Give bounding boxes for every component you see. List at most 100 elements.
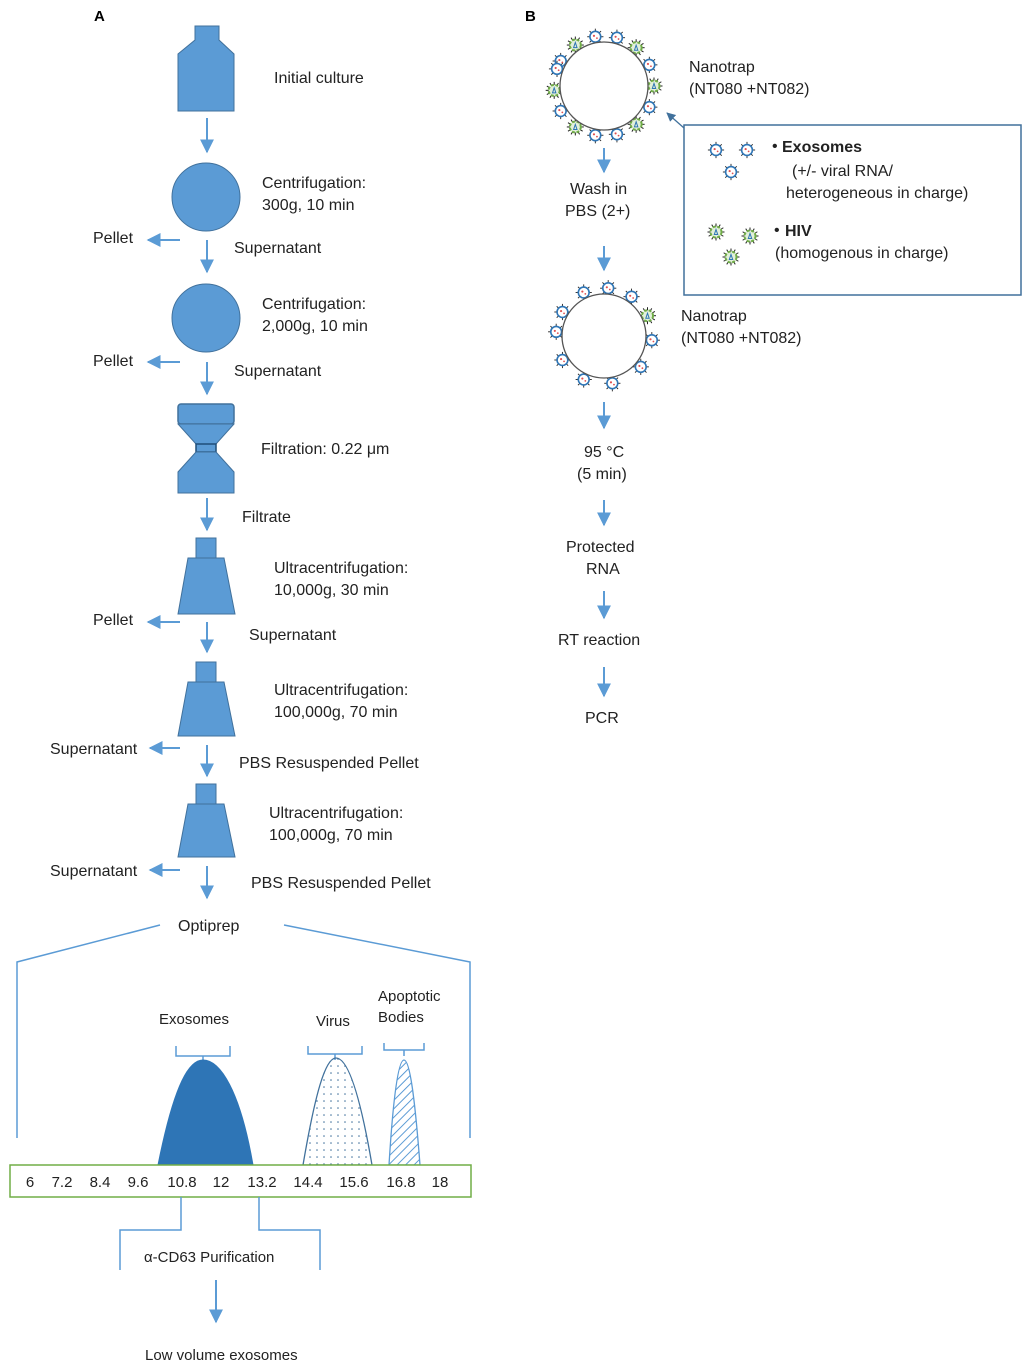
ultracentrifugation-2-line1: Ultracentrifugation: [274,682,408,699]
apoptotic-label-line1: Apoptotic [378,988,441,1005]
apoptotic-brace [383,1043,425,1056]
gradient-tick-label: 18 [432,1174,449,1191]
cd63-purification-label: α-CD63 Purification [144,1249,274,1266]
exosomes-brace [175,1046,231,1062]
gradient-tick-label: 6 [26,1174,34,1191]
supernatant-2-label: Supernatant [234,363,322,380]
nanotrap-2-line2: (NT080 +NT082) [681,330,802,347]
ultracentrifuge-tube-1-icon [177,537,236,615]
hiv-particle [627,39,645,57]
apoptotic-peak [388,1059,421,1166]
ultracentrifugation-2-line2: 100,000g, 70 min [274,704,398,721]
gradient-tick-label: 15.6 [339,1174,368,1191]
culture-bottle-icon [177,25,235,112]
exosome-particle [707,141,725,159]
pcr-label: PCR [585,710,619,727]
ultracentrifugation-1-line1: Ultracentrifugation: [274,560,408,577]
hiv-particle [707,223,725,241]
centrifuge-tube-1-icon [171,162,241,232]
gradient-scale-box [9,1164,472,1198]
hiv-particle [627,115,645,133]
exosomes-peak [157,1059,254,1166]
exosome-particle [575,371,592,388]
ultracentrifugation-3-line1: Ultracentrifugation: [269,805,403,822]
hiv-particle [741,227,759,245]
nanotrap-1-line2: (NT080 +NT082) [689,81,810,98]
panel-a-label: A [94,8,105,25]
optiprep-expansion-lines [16,924,471,1138]
pellet-2-label: Pellet [93,353,134,370]
centrifugation-1-line2: 300g, 10 min [262,197,355,214]
pellet-3-label: Pellet [93,612,134,629]
exosome-particle [552,102,569,120]
centrifugation-2-line2: 2,000g, 10 min [262,318,368,335]
ultracentrifugation-3-line2: 100,000g, 70 min [269,827,393,844]
exosome-particle [608,126,626,143]
gradient-tick-label: 9.6 [128,1174,149,1191]
exosome-particle [632,358,649,375]
centrifugation-1-line1: Centrifugation: [262,175,366,192]
gradient-tick-label: 8.4 [90,1174,111,1191]
exosomes-peak-label: Exosomes [159,1011,229,1028]
exosome-particle [608,29,626,46]
legend-hiv-title: HIV [785,223,812,240]
protected-line2: RNA [586,561,620,578]
apoptotic-label-line2: Bodies [378,1009,424,1026]
filter-unit-icon [176,403,236,494]
supernatant-1-label: Supernatant [234,240,322,257]
nanotrap-2-line1: Nanotrap [681,308,747,325]
pbs-pellet-2-label: PBS Resuspended Pellet [251,875,431,892]
gradient-tick-label: 12 [213,1174,230,1191]
exosome-particle [641,99,658,116]
nanotrap-bead-1 [545,28,663,144]
wash-line2: PBS (2+) [565,203,630,220]
ultracentrifugation-1-line2: 10,000g, 30 min [274,582,389,599]
legend-exosomes-line1: (+/- viral RNA/ [792,163,893,180]
hiv-particle [639,307,657,325]
legend-exosomes-bullet: • [772,138,778,155]
heat-line2: (5 min) [577,466,627,483]
pellet-1-label: Pellet [93,230,134,247]
gradient-tick-label: 16.8 [386,1174,415,1191]
exosome-particle [722,163,740,181]
optiprep-label: Optiprep [178,918,239,935]
legend-hiv-icon [707,223,759,266]
virus-brace [307,1046,363,1060]
gradient-scale: 6 7.2 8.4 9.6 10.8 12 13.2 14.4 15.6 16.8 18 [26,1174,449,1191]
protected-line1: Protected [566,539,634,556]
filtration-label: Filtration: 0.22 μm [261,441,389,458]
virus-peak-label: Virus [316,1013,350,1030]
supernatant-4-label: Supernatant [50,741,138,758]
supernatant-5-label: Supernatant [50,863,138,880]
legend-hiv-line1: (homogenous in charge) [775,245,948,262]
virus-peak [302,1057,373,1166]
centrifugation-2-line1: Centrifugation: [262,296,366,313]
nanotrap-bead-2 [548,280,660,392]
panel-b-label: B [525,8,536,25]
legend-hiv-bullet: • [774,222,780,239]
supernatant-3-label: Supernatant [249,627,337,644]
legend-exosome-icon [707,141,756,181]
gradient-tick-label: 10.8 [167,1174,196,1191]
ultracentrifuge-tube-3-icon [177,783,236,858]
hiv-particle [722,248,740,266]
wash-line1: Wash in [570,181,627,198]
legend-exosomes-title: Exosomes [782,139,862,156]
exosome-particle [548,60,566,77]
filtrate-label: Filtrate [242,509,291,526]
low-volume-exosomes-label: Low volume exosomes [145,1347,298,1364]
gradient-tick-label: 14.4 [293,1174,322,1191]
initial-culture-label: Initial culture [274,70,364,87]
centrifuge-tube-2-icon [171,283,241,353]
legend-box [683,124,1022,296]
legend-exosomes-line2: heterogeneous in charge) [786,185,968,202]
gradient-tick-label: 13.2 [247,1174,276,1191]
cd63-branch-lines [119,1197,321,1270]
exosome-particle [738,141,756,159]
nanotrap-1-line1: Nanotrap [689,59,755,76]
hiv-particle [566,36,584,54]
gradient-tick-label: 7.2 [52,1174,73,1191]
rt-reaction-label: RT reaction [558,632,640,649]
ultracentrifuge-tube-2-icon [177,661,236,737]
